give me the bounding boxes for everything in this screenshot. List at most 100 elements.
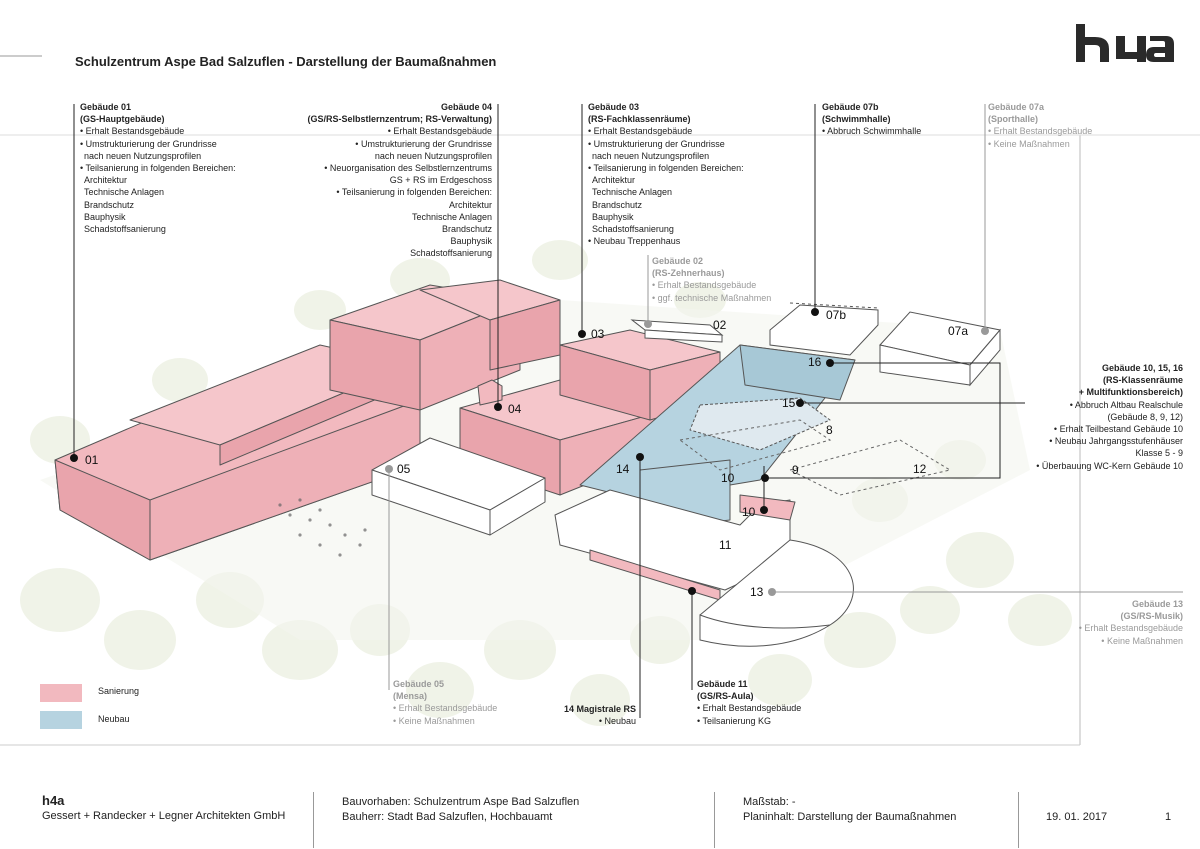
callout-line: • Neubau Jahrgangsstufenhäuser: [1049, 436, 1183, 447]
building-11: [554, 489, 796, 601]
callout-line: • Erhalt Bestandsgebäude: [80, 126, 185, 137]
callout-line: • Umstrukturierung der Grundrisse: [355, 138, 492, 149]
callout-line: Klasse 5 - 9: [1135, 448, 1183, 459]
callout-line: • Neuorganisation des Selbstlernzentrums: [324, 163, 492, 174]
label-11: 11: [719, 538, 732, 552]
callout-title: Gebäude 03: [588, 102, 640, 112]
callout-line: Bauphysik: [592, 211, 634, 222]
building-05: [371, 437, 546, 536]
footer-divider: [313, 792, 314, 848]
callout-subtitle: (RS-Zehnerhaus): [652, 268, 725, 279]
footer-divider: [1018, 792, 1019, 848]
leader-lines-grey: [388, 104, 1183, 690]
callout-gebaeude-10-15-16: Gebäude 10, 15, 16 (RS-Klassenräume + Mu…: [1036, 362, 1183, 472]
callout-gebaeude-01: Gebäude 01 (GS-Hauptgebäude) • Erhalt Be…: [80, 101, 236, 235]
callout-line: Brandschutz: [592, 199, 643, 210]
label-04: 04: [508, 402, 522, 416]
label-05: 05: [397, 462, 411, 476]
callout-line: Technische Anlagen: [411, 211, 492, 222]
callout-title: Gebäude 04: [440, 102, 492, 112]
footer-scale: Maßstab: -: [743, 796, 796, 808]
callout-line: • Teilsanierung in folgenden Bereichen:: [588, 163, 744, 174]
building-01: [54, 279, 561, 561]
label-10-lower: 10: [742, 505, 756, 519]
callout-line: • Abbruch Altbau Realschule: [1069, 399, 1183, 410]
building-07a: [879, 311, 1001, 387]
label-07b: 07b: [826, 308, 847, 322]
callout-line: • Keine Maßnahmen: [393, 715, 475, 726]
callout-subtitle: (GS/RS-Selbstlernzentrum; RS-Verwaltung): [307, 114, 492, 125]
legend-label-sanierung: Sanierung: [98, 686, 140, 696]
callout-gebaeude-07a: Gebäude 07a (Sporthalle) • Erhalt Bestan…: [988, 101, 1092, 150]
callout-line: Schadstoffsanierung: [592, 224, 674, 235]
callout-magistrale-14: 14 Magistrale RS • Neubau: [564, 703, 636, 727]
callout-gebaeude-03: Gebäude 03 (RS-Fachklassenräume) • Erhal…: [588, 101, 744, 247]
label-15: 15: [782, 396, 796, 410]
callout-line: Technische Anlagen: [592, 187, 673, 198]
callout-line: • Erhalt Bestandsgebäude: [652, 280, 757, 291]
legend-label-neubau: Neubau: [98, 714, 130, 724]
callout-subtitle: + Multifunktionsbereich): [1078, 387, 1183, 398]
callout-line: (Gebäude 8, 9, 12): [1107, 411, 1183, 422]
callout-subtitle: (Schwimmhalle): [822, 114, 891, 125]
callout-line: • Neubau: [598, 716, 636, 727]
callout-title: Gebäude 10, 15, 16: [1101, 363, 1183, 373]
callout-title: Gebäude 13: [1131, 599, 1183, 609]
page-title: Schulzentrum Aspe Bad Salzuflen - Darste…: [75, 54, 497, 69]
demolished-8-9-12: [678, 419, 952, 496]
callout-line: • Abbruch Schwimmhalle: [822, 126, 922, 137]
people-crowd: [278, 498, 367, 557]
callout-line: Bauphysik: [84, 211, 126, 222]
callout-line: • Umstrukturierung der Grundrisse: [588, 138, 725, 149]
callout-gebaeude-13: Gebäude 13 (GS/RS-Musik) • Erhalt Bestan…: [1079, 598, 1183, 647]
callout-line: Brandschutz: [441, 224, 492, 235]
footer-page-number: 1: [1165, 811, 1172, 823]
footer-date: 19. 01. 2017: [1046, 811, 1108, 823]
callout-subtitle: (GS/RS-Aula): [697, 691, 754, 702]
callout-title: Gebäude 07b: [822, 102, 879, 112]
callout-line: Architektur: [448, 199, 492, 210]
callout-subtitle: (GS/RS-Musik): [1120, 611, 1183, 622]
legend-swatch-sanierung: [40, 684, 82, 702]
building-04: [459, 379, 661, 496]
label-12: 12: [913, 462, 927, 476]
footer-client: Bauherr: Stadt Bad Salzuflen, Hochbauamt: [342, 811, 553, 823]
leader-lines: [73, 104, 1025, 718]
footer-project: Bauvorhaben: Schulzentrum Aspe Bad Salzu…: [342, 796, 580, 808]
callout-line: • Erhalt Bestandsgebäude: [387, 126, 492, 137]
footer-logo: h4a: [42, 793, 65, 808]
footer-plan-content: Planinhalt: Darstellung der Baumaßnahmen: [743, 811, 957, 823]
callout-line: • Erhalt Bestandsgebäude: [988, 126, 1093, 137]
callout-line: • ggf. technische Maßnahmen: [652, 292, 772, 303]
callout-line: GS + RS im Erdgeschoss: [389, 175, 492, 186]
callout-line: • Keine Maßnahmen: [1101, 635, 1183, 646]
building-07b: [769, 302, 879, 356]
label-14: 14: [616, 462, 630, 476]
label-02: 02: [713, 318, 727, 332]
callout-gebaeude-11: Gebäude 11 (GS/RS-Aula) • Erhalt Bestand…: [697, 678, 801, 727]
callout-title: Gebäude 11: [697, 679, 748, 689]
callout-subtitle: (GS-Hauptgebäude): [80, 114, 165, 125]
callout-line: • Keine Maßnahmen: [988, 138, 1070, 149]
legend-swatch-neubau: [40, 711, 82, 729]
building-13: [699, 539, 854, 647]
callout-line: nach neuen Nutzungsprofilen: [592, 150, 710, 161]
callout-line: • Neubau Treppenhaus: [588, 236, 681, 247]
callout-title: Gebäude 05: [393, 679, 445, 689]
callout-subtitle: (Mensa): [393, 691, 428, 702]
callout-line: Architektur: [84, 175, 128, 186]
callout-title: 14 Magistrale RS: [563, 704, 636, 714]
label-16: 16: [808, 355, 822, 369]
building-02: [630, 319, 724, 343]
callout-line: • Erhalt Bestandsgebäude: [393, 703, 498, 714]
callout-line: • Umstrukturierung der Grundrisse: [80, 138, 217, 149]
callout-line: • Überbauung WC-Kern Gebäude 10: [1036, 460, 1183, 471]
label-01: 01: [85, 453, 99, 467]
callout-title: Gebäude 07a: [988, 102, 1045, 112]
h4a-logo: [1076, 24, 1174, 62]
callout-line: • Erhalt Bestandsgebäude: [697, 703, 802, 714]
callout-line: • Erhalt Bestandsgebäude: [588, 126, 693, 137]
callout-title: Gebäude 02: [652, 256, 704, 266]
callout-subtitle: (RS-Klassenräume: [1102, 375, 1183, 386]
callout-gebaeude-02: Gebäude 02 (RS-Zehnerhaus) • Erhalt Best…: [652, 255, 771, 304]
